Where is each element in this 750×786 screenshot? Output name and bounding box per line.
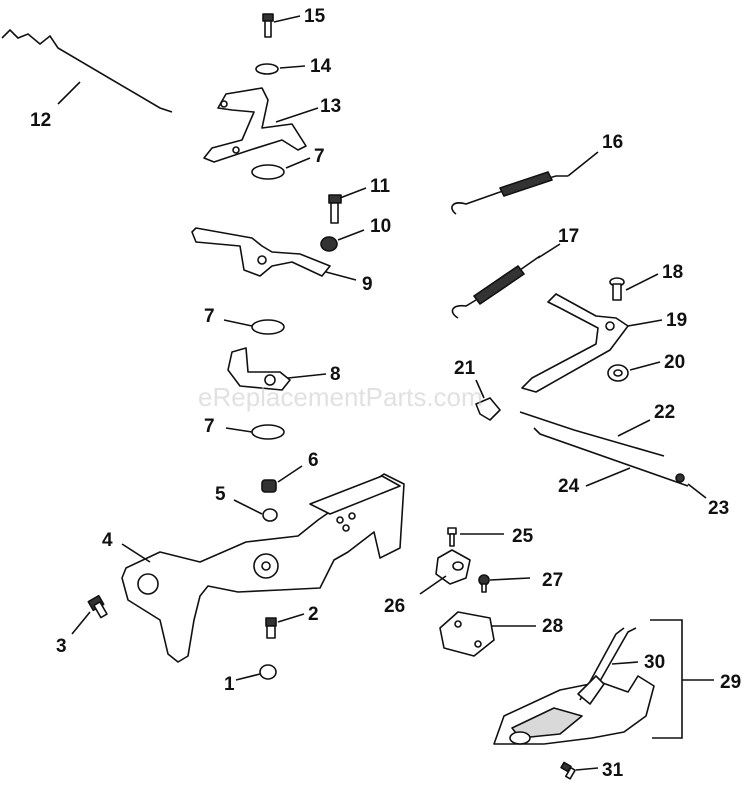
callout-7-mid: 7 [204,306,215,327]
part-7-washer-top [251,164,285,180]
callout-13: 13 [320,96,341,117]
callout-12: 12 [30,110,51,131]
callout-17: 17 [558,226,579,247]
callout-19: 19 [666,310,687,331]
part-14-washer [255,63,279,75]
part-22-rod [519,411,665,457]
part-28-plate [439,611,495,657]
part-23-nut [675,473,685,483]
callout-5: 5 [215,484,226,505]
part-2-screw [265,617,277,639]
callout-2: 2 [308,604,319,625]
callout-18: 18 [662,262,683,283]
leader-lines [57,15,714,771]
callout-7-top: 7 [314,146,325,167]
callout-20: 20 [664,352,685,373]
part-3-screw [87,594,108,619]
part-4-bracket [121,473,405,663]
callout-8: 8 [330,364,341,385]
callout-24: 24 [558,476,580,497]
part-7-washer-low [251,424,285,440]
part-11-screw [328,194,342,224]
part-9-lever [191,227,331,277]
part-6-nut [261,479,277,493]
part-30-tubes [577,627,637,705]
watermark: eReplacementParts.com [198,382,483,412]
part-8-bracket [227,347,291,391]
callout-4: 4 [102,530,113,551]
part-24-rod [533,427,689,487]
callout-1: 1 [224,674,235,695]
callout-14: 14 [310,56,332,77]
callout-27: 27 [542,570,563,591]
callout-3: 3 [56,636,67,657]
part-25-screw [447,527,457,547]
part-20-nut [607,364,629,382]
callout-9: 9 [362,274,373,295]
part-29-assembly [493,675,655,745]
part-5-nut [262,508,278,522]
part-17-spring [451,255,541,319]
part-26-block [435,549,471,585]
part-27-screw [478,574,490,593]
part-13-lever [203,87,307,163]
callout-21: 21 [454,358,476,379]
callout-25: 25 [512,526,534,547]
callout-7-low: 7 [204,416,215,437]
callout-11: 11 [370,176,391,197]
callout-30: 30 [644,652,665,673]
callout-10: 10 [370,216,391,237]
callout-6: 6 [308,450,319,471]
part-19-lever [521,293,629,393]
part-7-washer-mid [251,319,285,335]
callout-22: 22 [654,402,675,423]
part-1-nut [259,664,277,680]
part-31-screw [560,761,576,780]
callout-26: 26 [384,596,405,617]
callout-31: 31 [602,760,624,781]
part-16-spring [451,171,568,215]
callout-23: 23 [708,498,729,519]
callout-29: 29 [720,672,741,693]
part-21-clip [475,397,501,421]
part-18-screw [609,277,625,301]
part-15-screw [262,13,274,38]
callout-16: 16 [602,132,623,153]
part-10-nut [320,236,338,252]
callout-15: 15 [304,6,326,27]
callout-28: 28 [542,616,563,637]
part-12-rod [1,28,173,113]
